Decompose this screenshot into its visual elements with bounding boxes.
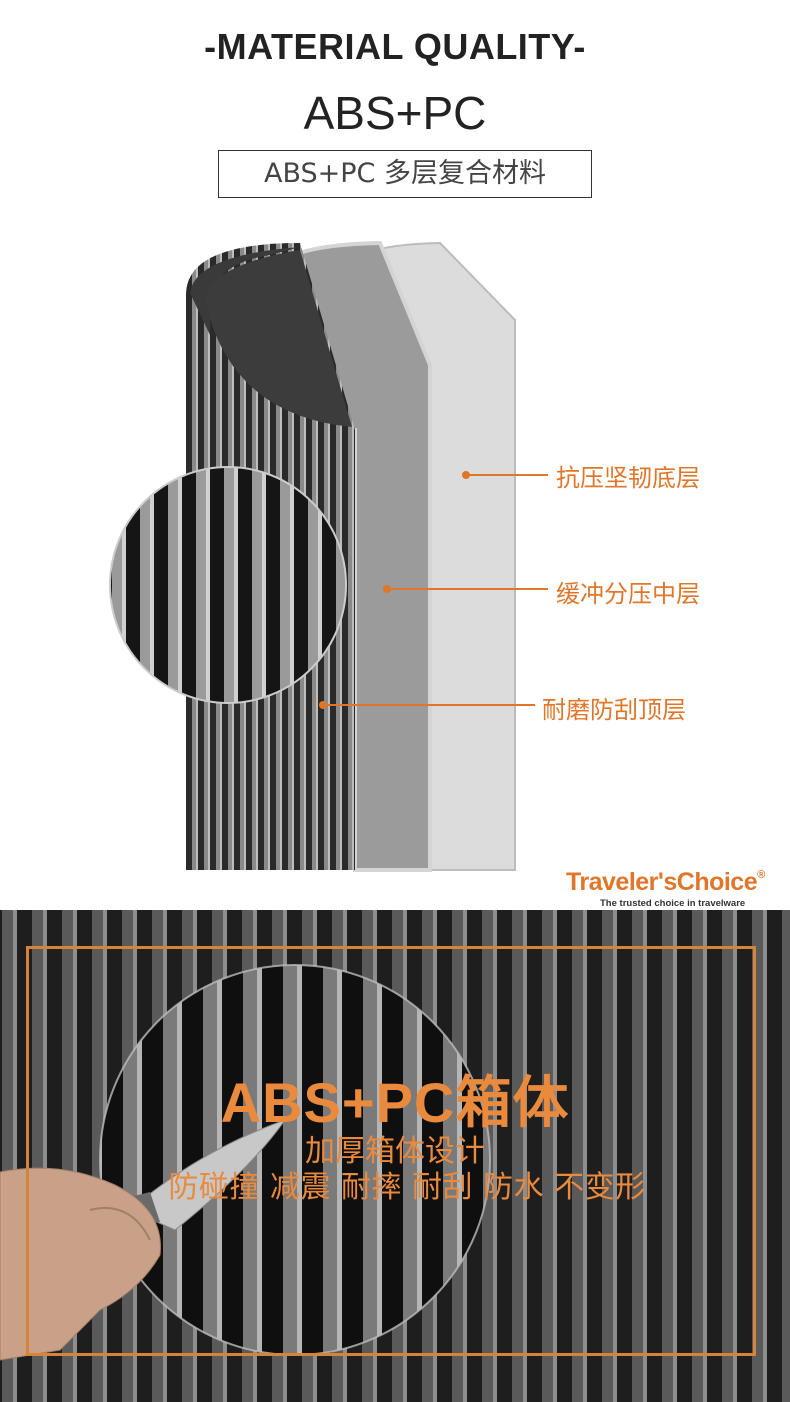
page-title: -MATERIAL QUALITY- — [204, 26, 586, 67]
knife-blade — [129, 1119, 287, 1231]
feature-benefits: 防碰撞 减震 耐摔 耐刮 防水 不变形 — [168, 1170, 646, 1205]
hand — [0, 1167, 161, 1361]
brand-tagline: The trusted choice in travelware — [600, 898, 746, 909]
suitcase-closeup-photo — [0, 910, 790, 1402]
material-name: ABS+PC — [303, 87, 487, 139]
material-label-box: ABS+PC 多层复合材料 — [218, 150, 592, 198]
material-layers-illustration — [109, 240, 548, 872]
feature-subtitle: 加厚箱体设计 — [305, 1134, 485, 1169]
callout-bottom-layer: 抗压坚韧底层 — [556, 464, 700, 492]
feature-frame — [26, 946, 756, 1356]
callout-top-layer: 耐磨防刮顶层 — [542, 696, 686, 724]
callout-middle-layer: 缓冲分压中层 — [556, 580, 700, 608]
feature-title: ABS+PC箱体 — [220, 1071, 570, 1134]
brand-logo: Traveler'sChoice® — [566, 868, 765, 896]
